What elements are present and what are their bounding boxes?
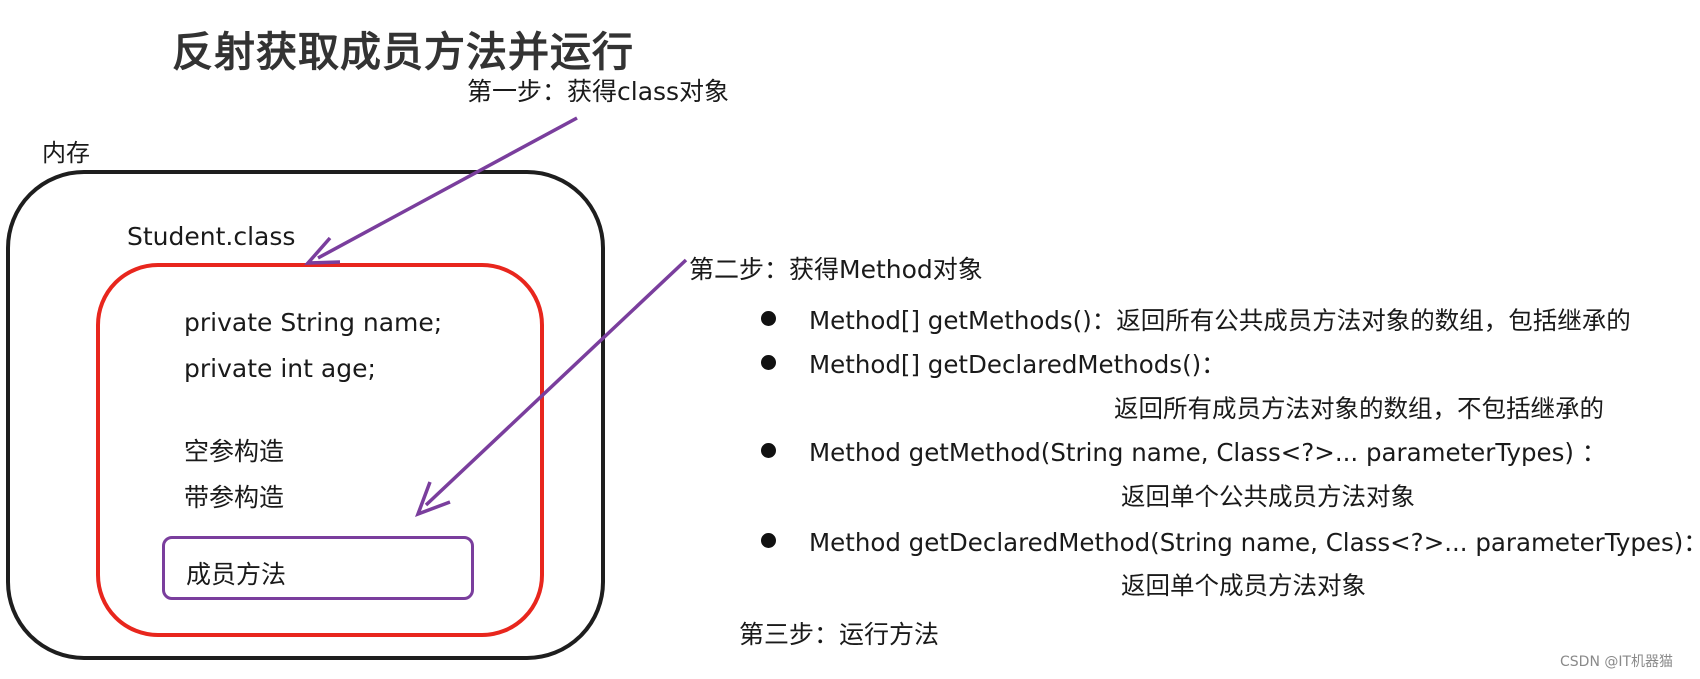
step-three-label: 第三步：运行方法 — [739, 620, 940, 649]
arrow-step1-to-class — [304, 116, 578, 265]
memory-container — [6, 170, 605, 660]
api-get-declared-method: Method getDeclaredMethod(String name, Cl… — [809, 528, 1700, 557]
memory-label: 内存 — [42, 139, 90, 167]
bullet-icon — [761, 533, 776, 548]
constructor-no-arg: 空参构造 — [184, 437, 285, 466]
constructor-with-args: 带参构造 — [184, 483, 285, 512]
bullet-icon — [761, 311, 776, 326]
watermark: CSDN @IT机器猫 — [1560, 654, 1674, 670]
class-name-label: Student.class — [127, 222, 296, 251]
field-age: private int age; — [184, 354, 376, 383]
page-title: 反射获取成员方法并运行 — [172, 28, 634, 76]
api-get-methods: Method[] getMethods()：返回所有公共成员方法对象的数组，包括… — [809, 306, 1631, 335]
api-get-method-desc: 返回单个公共成员方法对象 — [1121, 482, 1415, 511]
step-two-label: 第二步：获得Method对象 — [689, 255, 983, 284]
bullet-icon — [761, 443, 776, 458]
member-methods-label: 成员方法 — [186, 560, 287, 589]
member-methods-box — [162, 536, 474, 600]
field-name: private String name; — [184, 308, 443, 337]
api-get-declared-method-desc: 返回单个成员方法对象 — [1121, 571, 1366, 600]
bullet-icon — [761, 355, 776, 370]
api-get-method: Method getMethod(String name, Class<?>..… — [809, 438, 1607, 467]
arrow-step2-to-methods — [415, 258, 688, 517]
step-one-label: 第一步：获得class对象 — [467, 77, 730, 106]
api-get-declared-methods: Method[] getDeclaredMethods()： — [809, 350, 1226, 379]
api-get-declared-methods-desc: 返回所有成员方法对象的数组，不包括继承的 — [1114, 394, 1604, 423]
class-object-box — [96, 263, 544, 637]
